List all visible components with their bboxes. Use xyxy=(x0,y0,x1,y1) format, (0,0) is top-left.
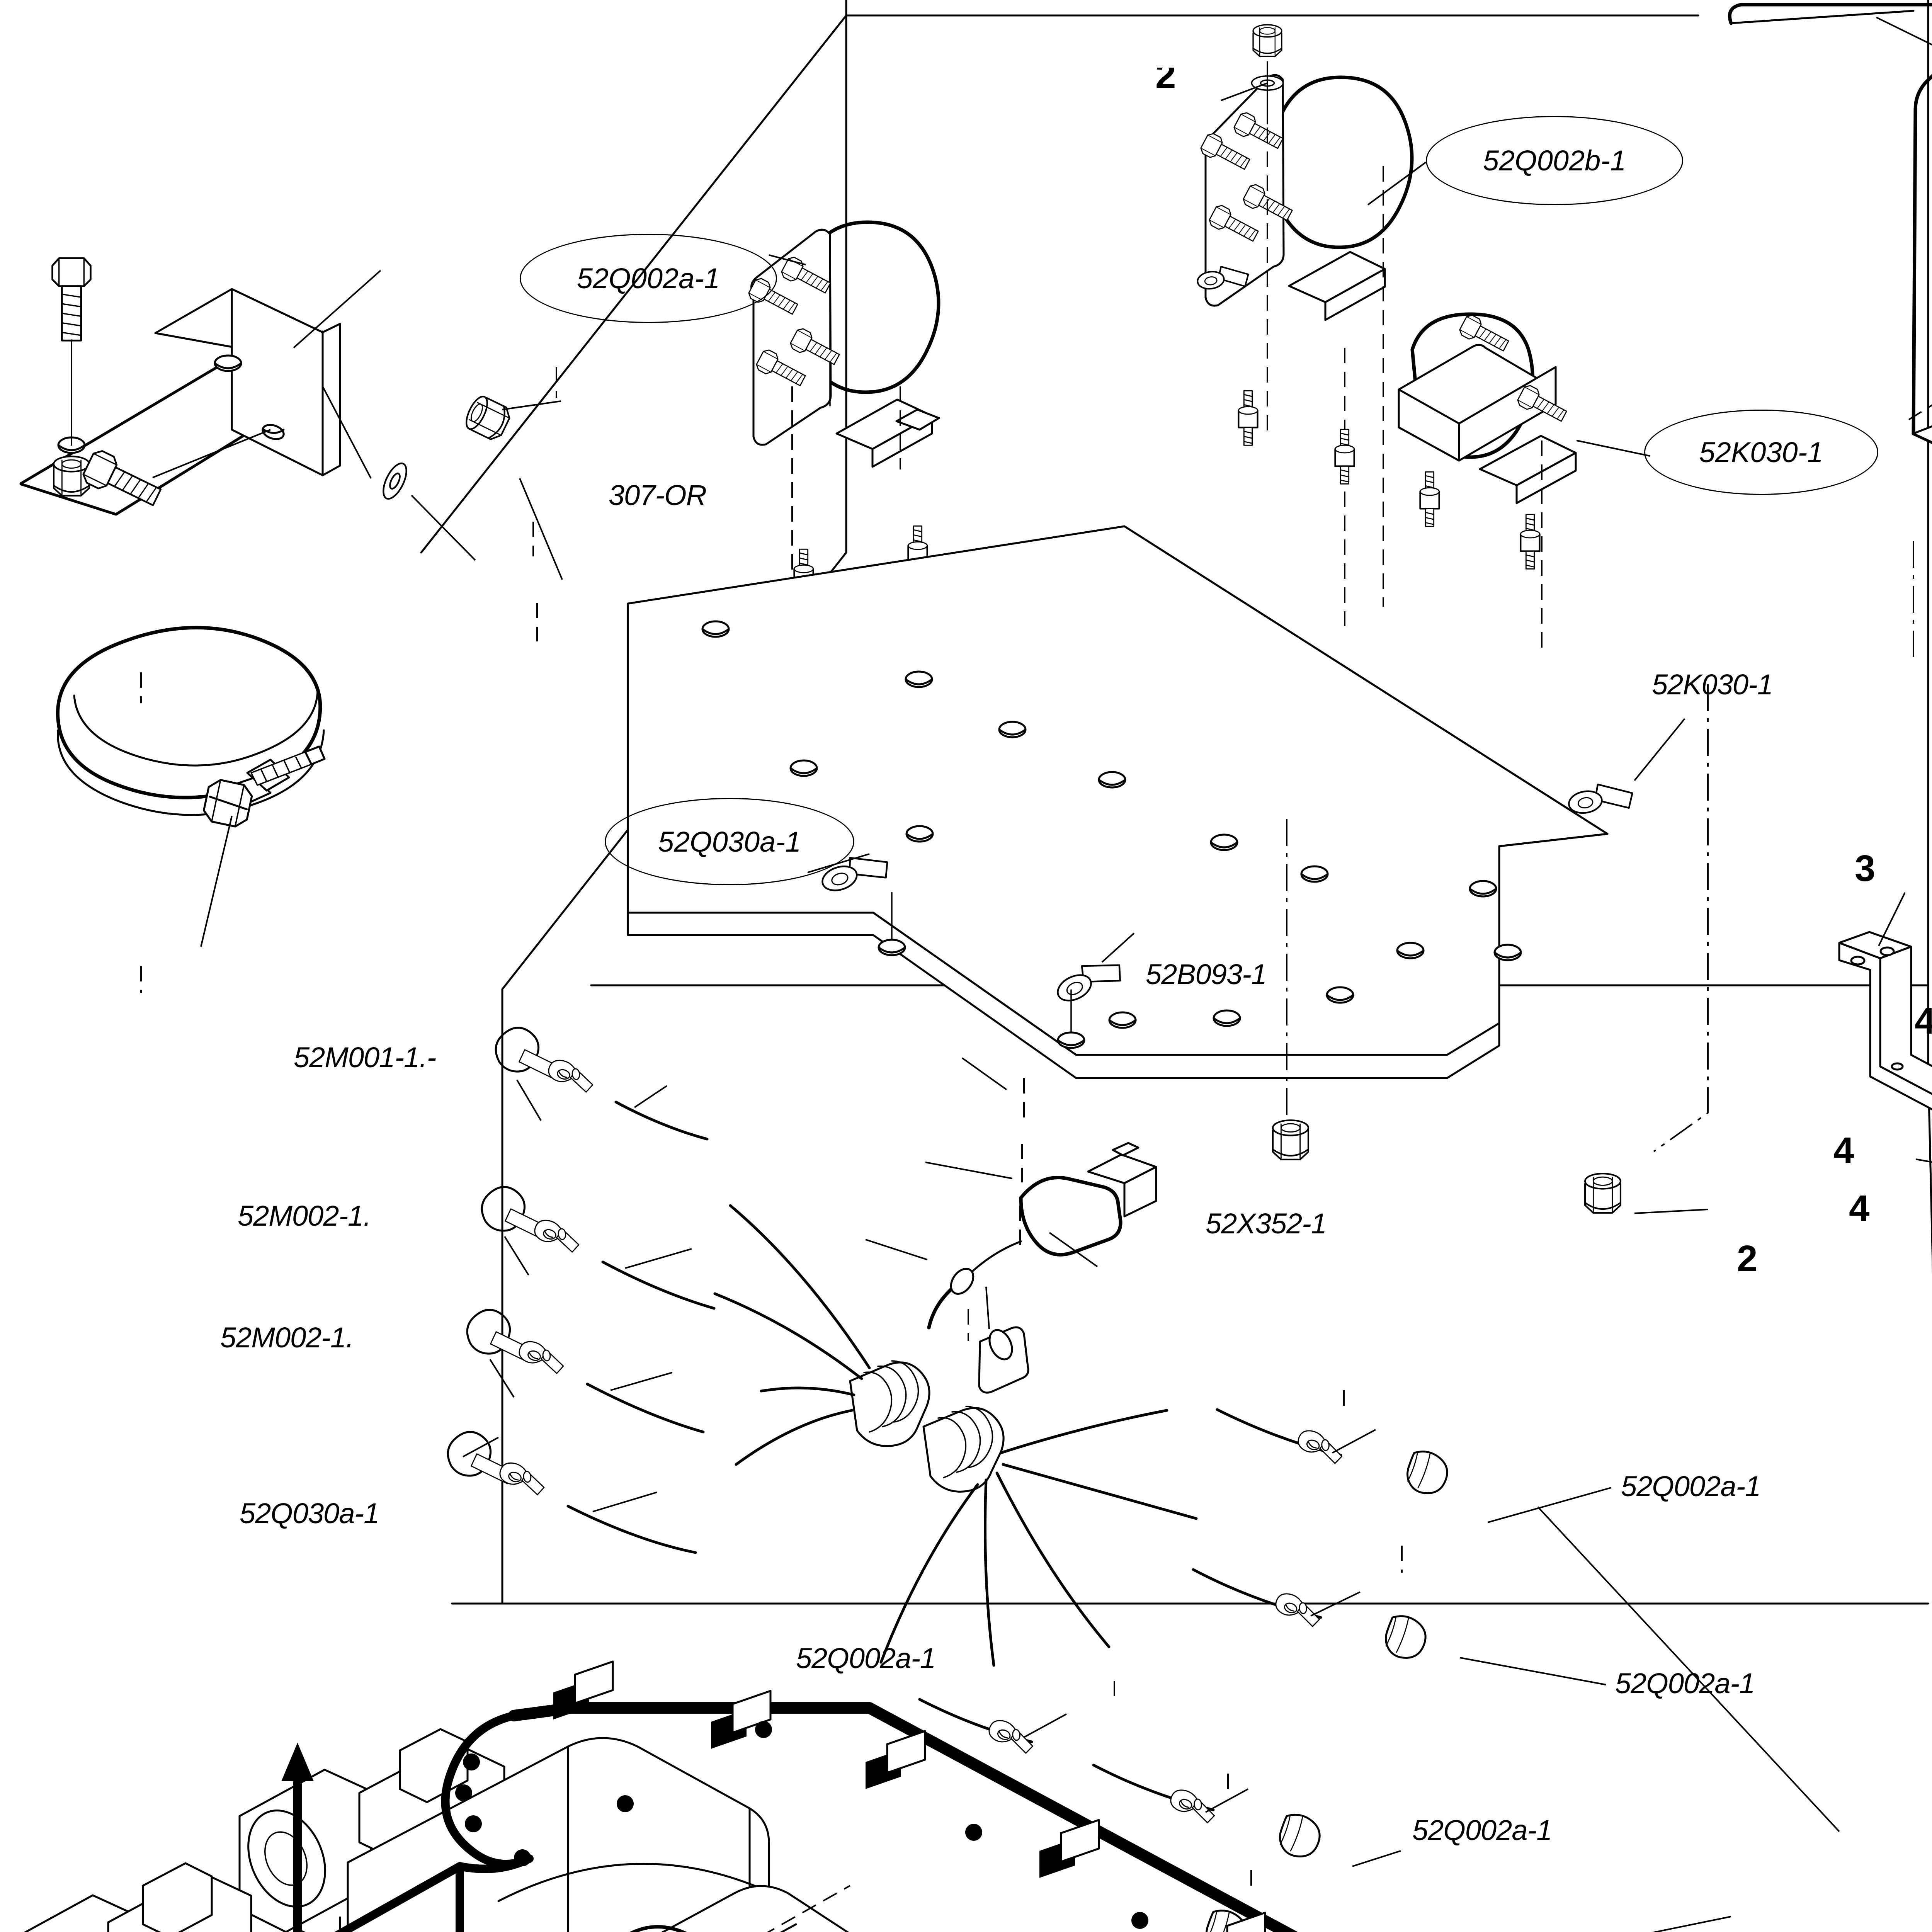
callout-label: 52K030-1 xyxy=(1699,436,1823,468)
relay-52K030-module xyxy=(1398,312,1709,1152)
item-number-3: 3 xyxy=(1855,848,1876,889)
part-label-52M002-1-b: 52M002-1. xyxy=(220,1321,354,1354)
callout-label: 52Q030a-1 xyxy=(658,825,801,858)
part-label-52X352-1: 52X352-1 xyxy=(1206,1208,1327,1240)
part-label-52M002-1-a: 52M002-1. xyxy=(238,1200,371,1232)
part-label-52K030-1: 52K030-1 xyxy=(1652,668,1773,701)
harness-splice-center xyxy=(713,1204,1198,1667)
callout-label: 52Q002b-1 xyxy=(1483,145,1626,177)
hose-clamp xyxy=(56,626,326,993)
wiring-harness-route xyxy=(281,1660,1298,1932)
item-number-2-nut: 2 xyxy=(1737,1238,1758,1279)
item-number-4-d: 4 xyxy=(1833,1130,1854,1171)
callout-52Q030a-1: 52Q030a-1 xyxy=(605,798,854,885)
clipped-number-2-top: 2 xyxy=(1155,68,1202,111)
item-number-4-e: 4 xyxy=(1849,1188,1870,1229)
callout-52Q002a-1: 52Q002a-1 xyxy=(520,234,777,323)
part-label-52Q002a-1-r1: 52Q002a-1 xyxy=(1621,1470,1761,1502)
callout-label: 52Q002a-1 xyxy=(577,262,720,294)
part-label-52Q002a-1-c: 52Q002a-1 xyxy=(796,1642,936,1674)
sensor-connector-52X352 xyxy=(865,1142,1157,1341)
battery-cable-assemblies-left xyxy=(447,1027,716,1554)
item-number-4-b: 4 xyxy=(1915,1000,1932,1042)
callout-52K030-1: 52K030-1 xyxy=(1644,410,1878,495)
mounting-bracket-upper-left xyxy=(19,258,563,703)
relay-mounting-plate xyxy=(627,525,1708,1248)
cable-assemblies-right xyxy=(918,1390,1840,1932)
part-label-52M001-1: 52M001-1.- xyxy=(294,1041,436,1073)
wire-support-bracket xyxy=(1838,892,1932,1230)
part-label-52Q002a-1-r2: 52Q002a-1 xyxy=(1615,1667,1755,1699)
part-label-52Q030a-1: 52Q030a-1 xyxy=(240,1497,379,1529)
part-label-52Q002a-1-r3: 52Q002a-1 xyxy=(1412,1814,1552,1846)
part-label-307-OR: 307-OR xyxy=(609,479,707,511)
part-label-52B093-1: 52B093-1 xyxy=(1146,958,1267,990)
clipped-number-value: 2 xyxy=(1155,68,1176,96)
callout-52Q002b-1: 52Q002b-1 xyxy=(1426,116,1683,205)
cover-shield xyxy=(1728,3,1932,657)
relay-52Q002b-top-center xyxy=(794,24,1539,626)
